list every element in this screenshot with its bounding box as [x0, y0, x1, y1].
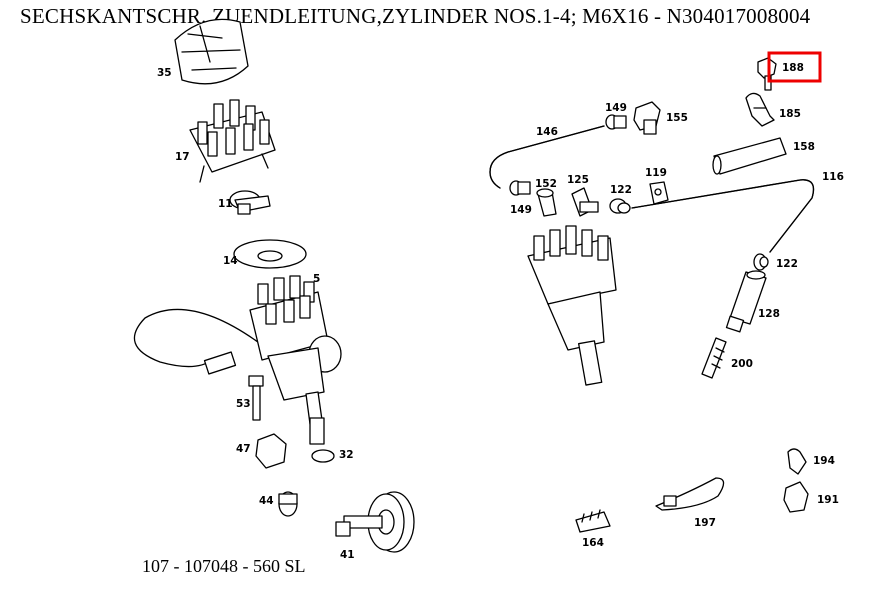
callout-194: 194 [813, 455, 835, 467]
callout-155: 155 [666, 112, 688, 124]
part-149-fitting-upper[interactable] [605, 114, 627, 130]
part-188-hex-bolt[interactable] [757, 57, 777, 91]
diagram-title: SECHSKANTSCHR. ZUENDLEITUNG,ZYLINDER NOS… [20, 4, 811, 28]
part-149-fitting-lower[interactable] [509, 180, 531, 196]
part-164-terminal-strip[interactable] [575, 509, 611, 533]
part-44-cap[interactable] [278, 491, 298, 517]
part-200-spark-plug[interactable] [701, 337, 727, 379]
part-116-ignition-lead[interactable] [631, 179, 815, 253]
part-158-sleeve[interactable] [712, 137, 787, 175]
part-14-gasket[interactable] [233, 239, 307, 269]
part-11-rotor[interactable] [229, 190, 271, 215]
callout-146: 146 [536, 126, 558, 138]
part-128-plug-connector[interactable] [725, 270, 767, 333]
part-5-distributor[interactable] [133, 275, 342, 445]
callout-128: 128 [758, 308, 780, 320]
callout-5: 5 [313, 273, 320, 285]
part-155-elbow[interactable] [633, 101, 661, 135]
callout-32: 32 [339, 449, 354, 461]
distributor-cap-assembly-right [527, 225, 617, 386]
callout-200: 200 [731, 358, 753, 370]
part-47-clip[interactable] [255, 433, 287, 469]
callout-17: 17 [175, 151, 190, 163]
callout-185: 185 [779, 108, 801, 120]
callout-122-a: 122 [610, 184, 632, 196]
part-122-fitting-a[interactable] [609, 198, 631, 214]
callout-122-b: 122 [776, 258, 798, 270]
callout-149-upper: 149 [605, 102, 627, 114]
part-17-distributor-cap[interactable] [189, 99, 276, 183]
callout-35: 35 [157, 67, 172, 79]
part-146-vacuum-line[interactable] [489, 125, 605, 189]
callout-149-lower: 149 [510, 204, 532, 216]
part-194-clip[interactable] [787, 448, 807, 475]
part-152-connector[interactable] [536, 188, 557, 217]
part-53-bolt[interactable] [248, 375, 264, 421]
callout-152: 152 [535, 178, 557, 190]
callout-14: 14 [223, 255, 238, 267]
part-41-pulley[interactable] [335, 491, 415, 553]
highlight-box-188 [767, 51, 822, 83]
callout-188: 188 [782, 62, 804, 74]
callout-47: 47 [236, 443, 251, 455]
callout-191: 191 [817, 494, 839, 506]
part-122-fitting-b[interactable] [753, 253, 769, 271]
callout-125: 125 [567, 174, 589, 186]
part-125-connector[interactable] [571, 187, 599, 217]
part-191-clip[interactable] [783, 481, 809, 513]
part-32-seal[interactable] [311, 449, 335, 463]
callout-197: 197 [694, 517, 716, 529]
callout-116: 116 [822, 171, 844, 183]
part-35-cap-cover[interactable] [174, 18, 249, 85]
part-119-bracket[interactable] [649, 181, 669, 205]
part-197-cable-tie[interactable] [655, 477, 725, 511]
callout-11: 11 [218, 198, 233, 210]
callout-44: 44 [259, 495, 274, 507]
callout-41: 41 [340, 549, 355, 561]
callout-158: 158 [793, 141, 815, 153]
callout-119: 119 [645, 167, 667, 179]
diagram-caption: 107 - 107048 - 560 SL [142, 556, 306, 576]
callout-164: 164 [582, 537, 604, 549]
callout-53: 53 [236, 398, 251, 410]
part-185-clamp[interactable] [745, 92, 775, 127]
